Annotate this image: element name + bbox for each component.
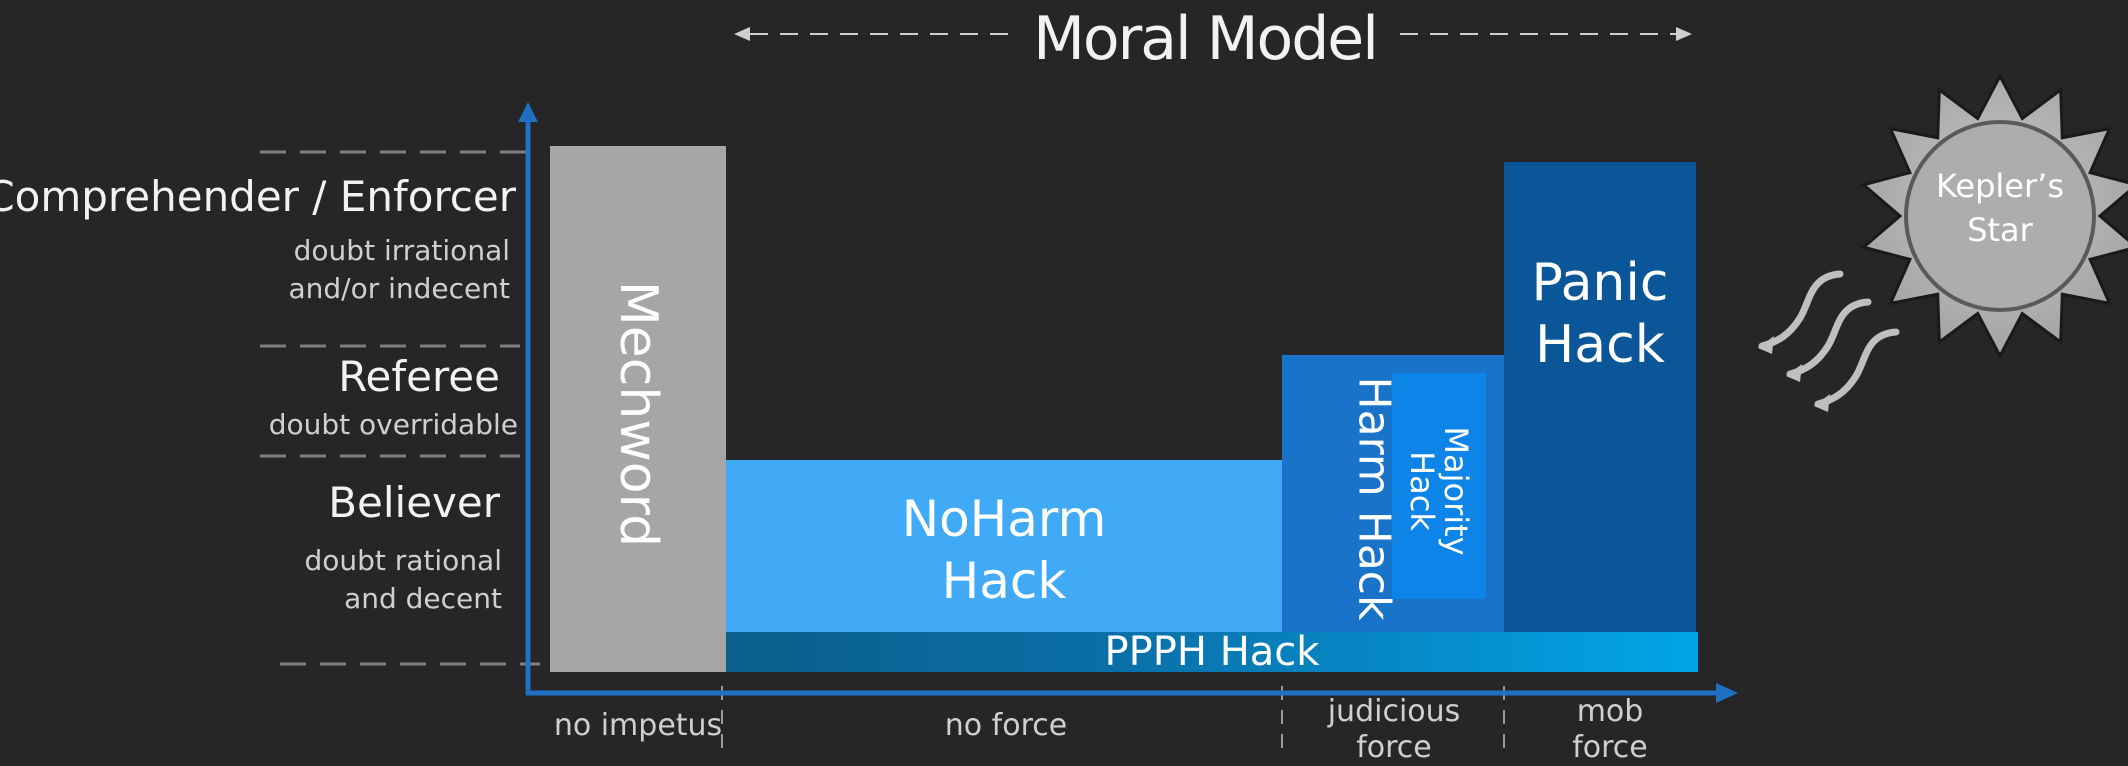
ppph-label: PPPH Hack bbox=[726, 630, 1698, 674]
panic-label-line: Hack bbox=[1504, 314, 1696, 376]
level-heading-comprehender: Comprehender / Enforcer bbox=[0, 172, 516, 221]
x-label-line: force bbox=[1510, 730, 1710, 766]
level-desc-line: and decent bbox=[304, 580, 502, 618]
x-label-line: judicious bbox=[1294, 694, 1494, 730]
noharm-hack-block: NoHarm Hack bbox=[726, 460, 1282, 632]
star-label-line: Kepler’s bbox=[1900, 164, 2100, 208]
level-desc-line: doubt overridable bbox=[269, 406, 518, 444]
mechword-block: Mechword bbox=[550, 146, 726, 672]
level-desc-believer: doubt rational and decent bbox=[304, 542, 502, 618]
level-desc-referee: doubt overridable bbox=[269, 406, 518, 444]
wavy-arrow-icon bbox=[1762, 274, 1840, 346]
x-label-mob-force: mob force bbox=[1510, 694, 1710, 766]
x-label-line: mob bbox=[1510, 694, 1710, 730]
x-label-line: no force bbox=[906, 708, 1106, 744]
wavy-arrows bbox=[1740, 262, 1920, 432]
level-desc-comprehender: doubt irrational and/or indecent bbox=[288, 232, 510, 308]
x-label-line: force bbox=[1294, 730, 1494, 766]
y-axis bbox=[518, 102, 538, 694]
ppph-hack-bar: PPPH Hack bbox=[726, 632, 1698, 672]
majority-hack-block: Majority Hack bbox=[1392, 373, 1486, 599]
noharm-label-line: Hack bbox=[726, 550, 1282, 612]
x-label-no-impetus: no impetus bbox=[548, 708, 728, 744]
panic-label: Panic Hack bbox=[1504, 252, 1696, 376]
panic-label-line: Panic bbox=[1504, 252, 1696, 314]
panic-hack-block: Panic Hack bbox=[1504, 162, 1696, 632]
level-desc-line: and/or indecent bbox=[288, 270, 510, 308]
x-label-line: no impetus bbox=[548, 708, 728, 744]
star-label: Kepler’s Star bbox=[1900, 164, 2100, 252]
level-desc-line: doubt rational bbox=[304, 542, 502, 580]
level-desc-line: doubt irrational bbox=[288, 232, 510, 270]
noharm-label: NoHarm Hack bbox=[726, 488, 1282, 612]
x-label-judicious-force: judicious force bbox=[1294, 694, 1494, 766]
level-heading-referee: Referee bbox=[338, 352, 500, 401]
harm-hack-block: Harm Hack Majority Hack bbox=[1282, 355, 1504, 632]
x-label-no-force: no force bbox=[906, 708, 1106, 744]
majority-label-line: Majority bbox=[1439, 381, 1473, 601]
majority-hack-label: Majority Hack bbox=[1405, 381, 1473, 601]
mechword-label: Mechword bbox=[608, 206, 668, 622]
noharm-label-line: NoHarm bbox=[726, 488, 1282, 550]
level-heading-believer: Believer bbox=[328, 478, 500, 527]
star-label-line: Star bbox=[1900, 208, 2100, 252]
majority-label-line: Hack bbox=[1405, 381, 1439, 601]
